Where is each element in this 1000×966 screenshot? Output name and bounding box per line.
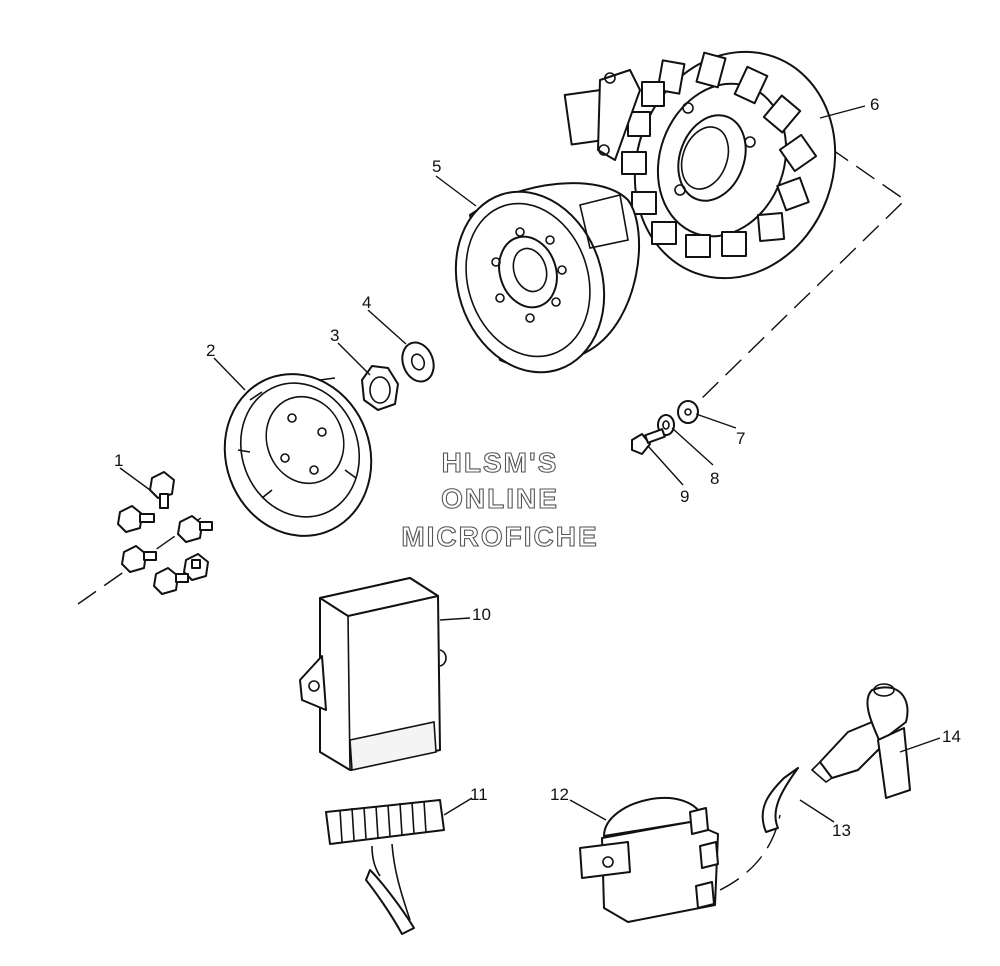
callout-2: 2: [206, 341, 215, 360]
flywheel[interactable]: [433, 172, 640, 391]
callout-10: 10: [472, 605, 491, 624]
callout-7: 7: [736, 429, 745, 448]
stator-assembly[interactable]: [563, 23, 867, 306]
bolt: [149, 471, 175, 509]
callout-11: 11: [470, 785, 488, 804]
pickup-coil: [563, 69, 641, 161]
callout-4: 4: [362, 293, 371, 312]
leader-lines: [119, 105, 941, 823]
bolt: [121, 545, 157, 573]
callout-6: 6: [870, 95, 879, 114]
bolt: [153, 567, 189, 595]
bolt: [183, 553, 209, 581]
callout-13: 13: [832, 821, 851, 840]
ignition-coil[interactable]: [579, 796, 719, 923]
callout-14: 14: [942, 727, 961, 746]
callout-12: 12: [550, 785, 569, 804]
flywheel-nut[interactable]: [361, 365, 399, 411]
flywheel-holes: [491, 227, 567, 323]
callout-1: 1: [114, 451, 123, 470]
watermark: HLSM'S ONLINE MICROFICHE: [401, 446, 598, 552]
bolt: [177, 515, 213, 543]
callout-9: 9: [680, 487, 689, 506]
bolt: [117, 505, 155, 533]
watermark-line-2: ONLINE: [441, 483, 559, 514]
cdi-module[interactable]: [299, 577, 447, 771]
watermark-line-1: HLSM'S: [442, 447, 559, 478]
callout-numbers: 1 2 3 4 5 6 7 8 9 10 11 12 13 14: [114, 95, 961, 840]
spark-plug-cap[interactable]: [810, 683, 911, 799]
bolt-set[interactable]: [117, 471, 213, 595]
callout-8: 8: [710, 469, 719, 488]
stator-screw[interactable]: [631, 428, 666, 455]
ht-lead[interactable]: [761, 767, 799, 833]
watermark-line-3: MICROFICHE: [401, 521, 598, 552]
stator-poles: [621, 51, 818, 258]
callout-3: 3: [330, 326, 339, 345]
callout-5: 5: [432, 157, 441, 176]
washer[interactable]: [397, 338, 439, 386]
cdi-connector[interactable]: [325, 799, 445, 935]
washer-small[interactable]: [677, 400, 699, 424]
starter-cup[interactable]: [202, 353, 393, 556]
